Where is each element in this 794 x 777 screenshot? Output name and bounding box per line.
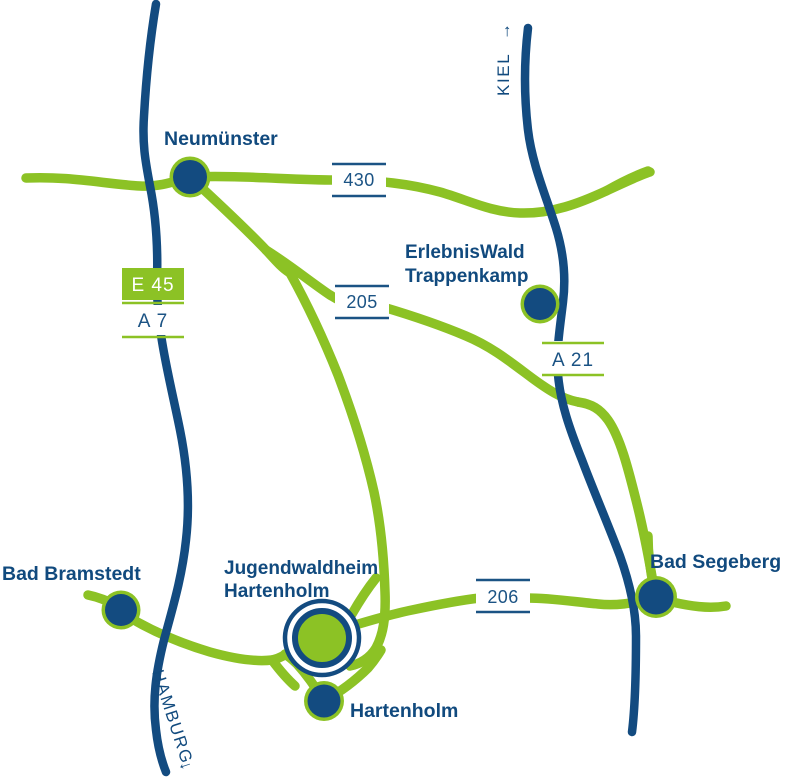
place-labels: Neumünster ErlebnisWald Trappenkamp Bad …	[2, 128, 781, 722]
motorway-badge-a7[interactable]: E 45 A 7	[122, 268, 184, 339]
route-badge-430-label: 430	[343, 170, 374, 190]
route-badge-205-label: 205	[346, 292, 377, 312]
euro-route-shield-e45	[122, 268, 184, 300]
road-target-south-link	[267, 655, 300, 691]
route-badge-205[interactable]: 205	[335, 284, 389, 320]
motorway-badges: E 45 A 7 A 21	[122, 268, 604, 377]
node-bad-bramstedt[interactable]	[101, 590, 141, 630]
road-neumuenster-to-hartenholm	[285, 268, 390, 671]
destination-marker-jugendwaldheim[interactable]	[282, 598, 362, 678]
direction-kiel: KIEL →	[494, 21, 514, 96]
label-bad-segeberg: Bad Segeberg	[650, 551, 781, 573]
road-bramstedt-to-target	[122, 611, 302, 666]
motorway-a7	[139, 0, 193, 777]
label-neumuenster: Neumünster	[164, 128, 278, 150]
label-hartenholm: Hartenholm	[350, 700, 458, 722]
road-b206-to-segeberg	[522, 593, 650, 610]
road-b205-east	[378, 302, 583, 407]
road-target-to-b206	[347, 593, 485, 631]
direction-kiel-label: KIEL	[494, 53, 513, 96]
node-bad-segeberg[interactable]	[635, 576, 677, 618]
label-jugendwaldheim-line2: Hartenholm	[224, 581, 330, 602]
road-target-north-link	[347, 573, 381, 619]
motorway-label-a7: A 7	[138, 311, 168, 332]
label-jugendwaldheim-line1: Jugendwaldheim	[224, 558, 378, 579]
label-erlebniswald-line2: Trappenkamp	[405, 266, 529, 287]
node-hartenholm[interactable]	[304, 681, 344, 721]
route-badge-430[interactable]: 430	[332, 162, 386, 198]
route-badge-206[interactable]: 206	[476, 578, 530, 614]
label-erlebniswald-line1: ErlebnisWald	[405, 242, 525, 263]
motorway-label-a21: A 21	[552, 350, 594, 371]
node-erlebniswald-trappenkamp[interactable]	[520, 284, 560, 324]
direction-kiel-arrow-icon: →	[495, 21, 514, 40]
route-badges: 430 205 206	[332, 162, 530, 614]
road-b430-east	[601, 166, 653, 196]
node-neumuenster[interactable]	[169, 156, 211, 198]
label-bad-bramstedt: Bad Bramstedt	[2, 563, 141, 585]
road-a21-junction-to-segeberg	[573, 397, 659, 593]
euro-route-label-e45: E 45	[131, 275, 174, 296]
motorway-badge-a21[interactable]: A 21	[542, 341, 604, 377]
place-nodes	[101, 156, 677, 721]
road-segeberg-east-stub	[667, 597, 731, 612]
route-badge-206-label: 206	[487, 587, 518, 607]
